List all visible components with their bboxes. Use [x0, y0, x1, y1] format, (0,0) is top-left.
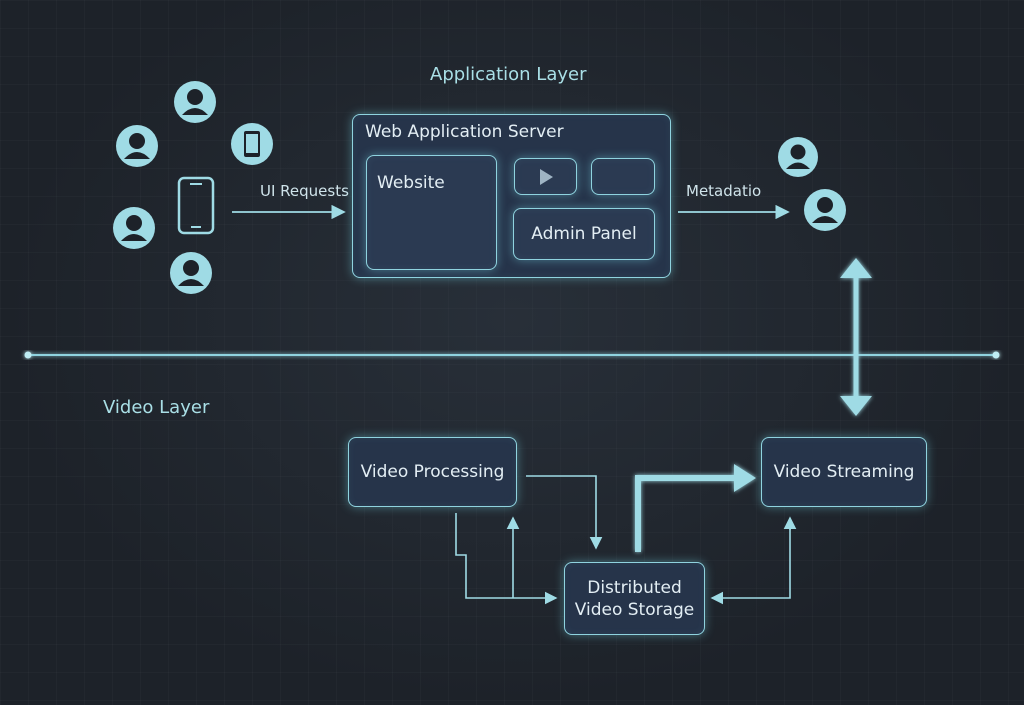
- ui-requests-label: UI Requests: [260, 182, 349, 200]
- storage-label-line2: Video Storage: [574, 599, 695, 620]
- play-button[interactable]: [514, 158, 577, 195]
- website-label: Website: [377, 173, 445, 193]
- media-slot[interactable]: [591, 158, 655, 195]
- storage-streaming-link-arrow: [710, 520, 791, 605]
- video-processing-box[interactable]: Video Processing: [348, 437, 517, 507]
- layer-divider: [24, 351, 1000, 359]
- layer-double-arrow: [840, 258, 872, 416]
- admin-panel-label: Admin Panel: [531, 224, 637, 244]
- processing-to-storage-arrow: [526, 475, 603, 550]
- smartphone-icon: [231, 123, 273, 165]
- user-icon: [116, 125, 158, 167]
- video-layer-title: Video Layer: [103, 397, 210, 418]
- admin-panel-button[interactable]: Admin Panel: [513, 208, 655, 260]
- video-streaming-box[interactable]: Video Streaming: [761, 437, 927, 507]
- user-icon: [174, 81, 216, 123]
- play-icon: [540, 169, 553, 185]
- video-processing-label: Video Processing: [360, 462, 505, 482]
- storage-label-line1: Distributed: [587, 577, 682, 598]
- video-streaming-label: Video Streaming: [773, 462, 915, 482]
- metadata-label: Metadatio: [686, 182, 762, 200]
- website-panel[interactable]: Website: [366, 155, 497, 270]
- processing-stepped-arrow: [455, 513, 558, 605]
- distributed-video-storage-box[interactable]: Distributed Video Storage: [564, 562, 705, 635]
- user-icon: [804, 189, 846, 231]
- user-icon: [170, 252, 212, 294]
- smartphone-icon: [177, 176, 215, 235]
- web-application-server-title: Web Application Server: [365, 122, 564, 142]
- user-icon: [113, 207, 155, 249]
- application-layer-title: Application Layer: [430, 64, 587, 85]
- storage-to-streaming-arrow: [635, 464, 756, 552]
- user-icon: [778, 137, 818, 177]
